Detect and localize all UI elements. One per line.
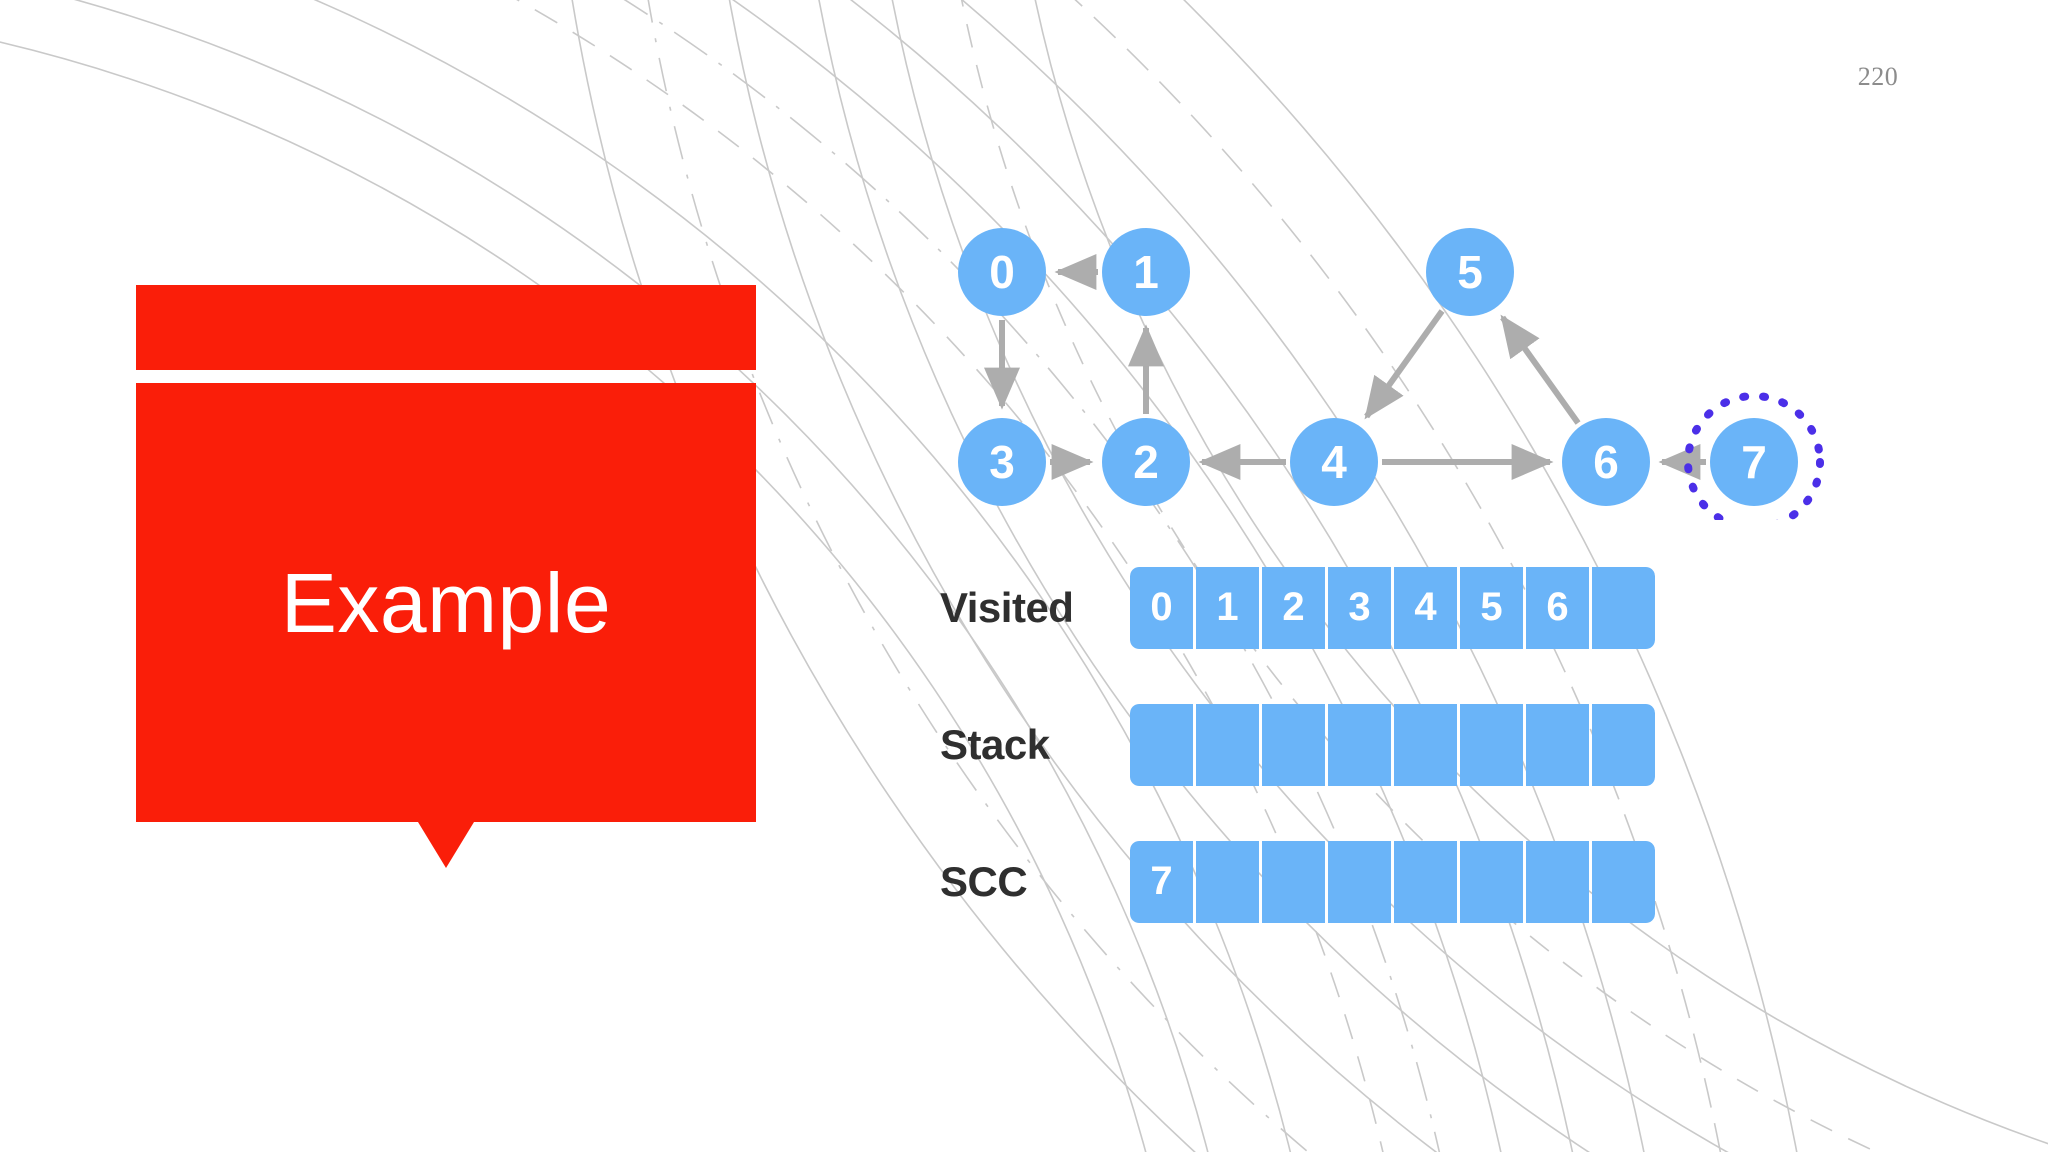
array-cell[interactable]: [1394, 840, 1457, 923]
callout-tail: [418, 822, 474, 868]
array-cell[interactable]: 4: [1394, 566, 1457, 649]
example-callout: Example: [136, 285, 756, 868]
graph-node-4[interactable]: 4: [1290, 418, 1378, 506]
array-cell[interactable]: 1: [1196, 566, 1259, 649]
array-cell[interactable]: 3: [1328, 566, 1391, 649]
array-cell[interactable]: [1328, 840, 1391, 923]
array-label-visited: Visited: [940, 583, 1074, 631]
array-cell[interactable]: [1262, 840, 1325, 923]
array-cell[interactable]: [1460, 703, 1523, 786]
highlight-ring-node-7: [1684, 392, 1824, 520]
graph-edge-5-to-4: [1364, 309, 1445, 420]
graph-node-2[interactable]: 2: [1102, 418, 1190, 506]
graph-node-3[interactable]: 3: [958, 418, 1046, 506]
node-circle-1: [1102, 228, 1190, 316]
array-cell[interactable]: [1526, 840, 1589, 923]
node-label-7: 7: [1741, 436, 1767, 488]
callout-body: Example: [136, 383, 756, 868]
array-cell[interactable]: 7: [1130, 840, 1193, 923]
graph-edge-6-to-5: [1500, 314, 1581, 425]
array-cell[interactable]: 6: [1526, 566, 1589, 649]
graph-node-6[interactable]: 6: [1562, 418, 1650, 506]
array-cell[interactable]: [1526, 703, 1589, 786]
graph-node-1[interactable]: 1: [1102, 228, 1190, 316]
graph-edges: [984, 254, 1706, 480]
array-cell[interactable]: 0: [1130, 566, 1193, 649]
array-label-scc: SCC: [940, 857, 1028, 905]
node-circle-6: [1562, 418, 1650, 506]
array-cell[interactable]: [1196, 840, 1259, 923]
graph-highlight-rings: [1684, 392, 1824, 520]
graph-node-0[interactable]: 0: [958, 228, 1046, 316]
node-circle-2: [1102, 418, 1190, 506]
page-title: Example: [280, 555, 612, 650]
array-label-stack: Stack: [940, 720, 1050, 768]
node-label-5: 5: [1457, 246, 1483, 298]
node-label-3: 3: [989, 436, 1015, 488]
array-cell[interactable]: [1460, 840, 1523, 923]
array-cell[interactable]: [1592, 566, 1655, 649]
graph-node-7[interactable]: 7: [1710, 418, 1798, 506]
node-label-1: 1: [1133, 246, 1159, 298]
node-label-0: 0: [989, 246, 1015, 298]
array-row-stack: Stack: [940, 697, 1940, 792]
array-cell[interactable]: 5: [1460, 566, 1523, 649]
callout-top-bar: [136, 285, 756, 370]
graph-diagram: 0 1 2 3 4 5 6 7: [958, 228, 1824, 520]
array-cells-stack: [1130, 703, 1655, 786]
node-label-6: 6: [1593, 436, 1619, 488]
node-label-2: 2: [1133, 436, 1159, 488]
callout-divider: [136, 370, 756, 383]
node-circle-3: [958, 418, 1046, 506]
array-cell[interactable]: 2: [1262, 566, 1325, 649]
page-number: 220: [1857, 62, 1899, 91]
node-circle-7: [1710, 418, 1798, 506]
node-circle-5: [1426, 228, 1514, 316]
array-cell[interactable]: [1196, 703, 1259, 786]
array-cell[interactable]: [1328, 703, 1391, 786]
array-cell[interactable]: [1394, 703, 1457, 786]
node-circle-0: [958, 228, 1046, 316]
array-cell[interactable]: [1262, 703, 1325, 786]
array-cell[interactable]: [1592, 840, 1655, 923]
array-cell[interactable]: [1130, 703, 1193, 786]
graph-nodes: 0 1 2 3 4 5 6 7: [958, 228, 1798, 506]
graph-node-5[interactable]: 5: [1426, 228, 1514, 316]
array-row-scc: SCC 7: [940, 834, 1940, 929]
node-label-4: 4: [1321, 436, 1347, 488]
array-cells-scc: 7: [1130, 840, 1655, 923]
node-circle-4: [1290, 418, 1378, 506]
array-cell[interactable]: [1592, 703, 1655, 786]
